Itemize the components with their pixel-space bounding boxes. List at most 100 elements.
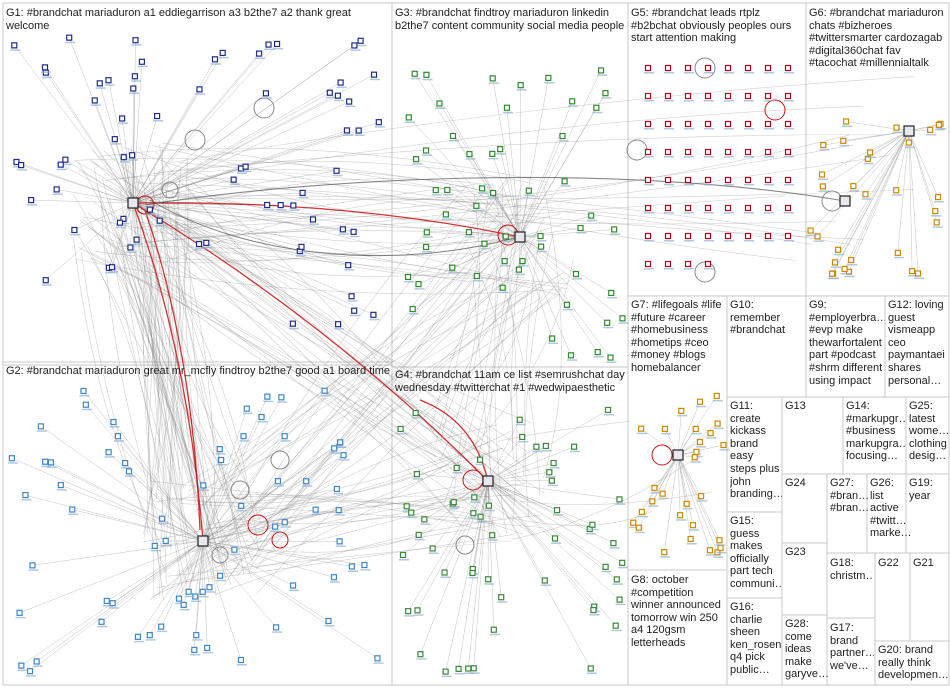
vertex-label-mark	[342, 134, 353, 136]
vertex-label-mark	[806, 234, 817, 237]
vertex	[932, 207, 939, 215]
inter-group-edge	[171, 76, 915, 163]
group-label-g2: G2: #brandchat mariaduron great mr_mcfly…	[6, 365, 390, 377]
edge	[202, 454, 344, 542]
vertex	[553, 507, 561, 514]
vertex	[744, 232, 752, 240]
edge	[492, 192, 521, 238]
vertex	[784, 64, 792, 72]
inter-group-edge	[76, 232, 205, 496]
group-label-g10: G10: remember #brandchat	[730, 299, 786, 337]
vertex-label-mark	[660, 556, 671, 558]
vertex-label-mark	[422, 154, 433, 156]
inter-group-edge	[104, 169, 507, 198]
vertex	[325, 617, 332, 625]
vertex	[273, 40, 281, 48]
edge	[111, 202, 134, 268]
vertex	[744, 176, 752, 184]
vertex-label-mark	[308, 223, 319, 225]
vertex	[704, 64, 712, 72]
vertex-label-mark	[199, 489, 210, 491]
edge	[202, 540, 221, 576]
vertex	[331, 445, 338, 452]
self-loop	[271, 531, 289, 549]
vertex	[635, 524, 642, 531]
inter-group-edge	[179, 247, 477, 277]
edge	[160, 540, 204, 627]
vertex	[684, 232, 692, 240]
vertex	[37, 423, 44, 430]
vertex	[551, 535, 559, 542]
edge	[85, 404, 204, 542]
vertex	[69, 506, 76, 513]
vertex-label-mark	[524, 194, 535, 197]
edge	[810, 130, 910, 231]
vertex-label-mark	[347, 300, 358, 302]
vertex	[814, 233, 821, 240]
edge	[519, 181, 565, 238]
inter-group-edge	[498, 421, 630, 442]
vertex-label-mark	[488, 157, 499, 160]
vertex	[864, 155, 871, 162]
edge	[202, 540, 329, 622]
vertex-label-mark	[119, 222, 130, 225]
vertex-label-mark	[764, 128, 774, 130]
vertex	[684, 148, 692, 156]
vertex-label-mark	[476, 520, 487, 523]
vertex	[153, 112, 161, 120]
vertex-label-mark	[634, 531, 645, 534]
edge	[519, 236, 577, 275]
edge	[487, 480, 614, 544]
edge	[677, 395, 717, 456]
vertex	[683, 500, 690, 508]
edge	[506, 107, 521, 238]
vertex-label-mark	[660, 432, 671, 435]
vertex-label-mark	[195, 93, 206, 95]
inter-group-edge	[473, 280, 494, 493]
vertex-label-mark	[704, 268, 714, 270]
edge	[132, 53, 260, 204]
edge	[416, 473, 489, 482]
vertex-label-mark	[498, 291, 509, 294]
edge	[420, 480, 489, 655]
edge	[202, 509, 339, 542]
inter-group-edge	[147, 173, 170, 534]
edge	[850, 130, 910, 261]
vertex	[764, 204, 772, 212]
edge	[202, 540, 294, 586]
vertex	[684, 64, 692, 72]
vertex	[264, 201, 271, 209]
vertex	[602, 90, 609, 97]
vertex-label-mark	[472, 279, 483, 282]
group-label-g28: G28: come ideas make garyve…	[785, 618, 829, 681]
vertex-label-mark	[297, 250, 308, 253]
vertex-label-mark	[126, 251, 137, 253]
vertex	[724, 120, 732, 128]
inter-group-edge	[193, 290, 528, 513]
inter-group-edge	[440, 193, 480, 461]
vertex-label-mark	[198, 595, 209, 598]
vertex	[696, 438, 704, 446]
highlight-edge	[144, 209, 201, 531]
vertex-label-mark	[744, 184, 754, 186]
inter-group-edge	[115, 252, 190, 540]
edge	[487, 480, 595, 607]
edge	[831, 130, 910, 274]
vertex	[264, 393, 271, 400]
inter-group-edge	[155, 105, 863, 186]
inter-group-edge	[188, 252, 538, 492]
vertex	[724, 204, 732, 212]
vertex	[744, 64, 752, 72]
vertex	[533, 443, 540, 450]
inter-group-edge	[89, 160, 496, 452]
vertex-label-mark	[27, 204, 38, 206]
vertex-label-mark	[349, 235, 360, 238]
group-label-g20: G20: brand really think developmen…	[878, 644, 948, 682]
vertex	[337, 79, 344, 86]
inter-group-edge	[139, 146, 183, 504]
vertex-label-mark	[690, 461, 701, 463]
vertex-label-mark	[131, 44, 142, 46]
edge	[492, 153, 521, 238]
vertex	[449, 264, 456, 271]
vertex	[691, 454, 698, 461]
